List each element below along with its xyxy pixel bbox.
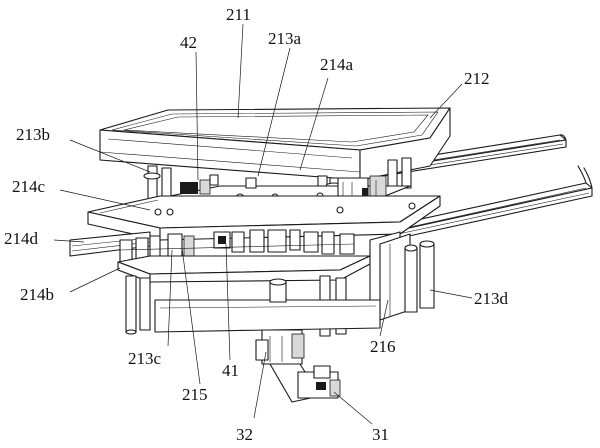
label-214b: 214b	[20, 285, 54, 304]
motor	[255, 329, 305, 365]
leader-lines	[53, 23, 473, 425]
label-41: 41	[222, 361, 239, 380]
side-block	[369, 231, 411, 321]
label-32: 32	[236, 425, 253, 444]
guide-rail-lower	[379, 165, 593, 242]
label-213a: 213a	[268, 29, 302, 48]
label-215: 215	[182, 385, 208, 404]
label-214a: 214a	[320, 55, 354, 74]
bottom-frame	[154, 278, 381, 333]
label-216: 216	[370, 337, 396, 356]
drive-unit	[269, 363, 341, 403]
label-42: 42	[180, 33, 197, 52]
label-212: 212	[464, 69, 490, 88]
label-213d: 213d	[474, 289, 509, 308]
label-214d: 214d	[4, 229, 39, 248]
reference-labels: 211 213a 42 214a 212 213b 214c 214d 214b…	[4, 5, 509, 444]
top-tray	[99, 107, 451, 181]
label-211: 211	[226, 5, 251, 24]
lower-plate	[117, 255, 371, 283]
label-31: 31	[372, 425, 389, 444]
under-plate-parts	[119, 229, 355, 263]
label-213b: 213b	[16, 125, 50, 144]
label-214c: 214c	[12, 177, 46, 196]
label-213c: 213c	[128, 349, 162, 368]
